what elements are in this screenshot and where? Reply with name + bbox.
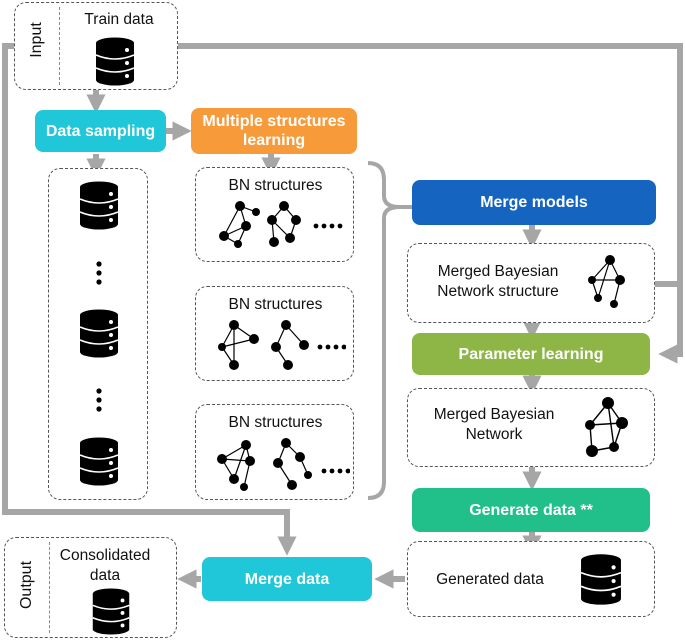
database-icon [92,588,130,635]
parameter-learning-step[interactable]: Parameter learning [412,333,650,375]
bn-graphs-icon [217,438,350,491]
bn-graphs-icon [219,201,343,248]
bn-structures-panel-1: BN structures [195,167,354,262]
bn-structures-label: BN structures [228,296,323,313]
data-sampling-step[interactable]: Data sampling [35,110,166,152]
merged-structure-label: Merged Bayesian Network structure [437,263,559,300]
merged-structure-panel: Merged Bayesian Network structure [407,243,655,323]
bn-structures-label: BN structures [228,177,323,194]
multiple-structures-learning-step[interactable]: Multiple structures learning [191,108,357,154]
generate-data-step[interactable]: Generate data ** [412,488,650,532]
consolidated-data-label: Consolidated data [59,547,151,584]
generated-data-label: Generated data [436,571,544,588]
database-icon [95,37,135,86]
bn-structures-panel-3: BN structures [195,404,354,500]
input-side-label: Input [28,22,45,58]
merge-data-step[interactable]: Merge data [202,557,372,601]
bn-graphs-icon [218,320,346,370]
input-divider [59,7,60,85]
merged-network-icon [585,397,628,457]
bn-structures-panel-2: BN structures [195,286,354,381]
bn-structures-label: BN structures [228,414,323,431]
sampled-data-panel [48,168,148,500]
input-panel: Input Train data [14,2,178,90]
generated-data-panel: Generated data [407,541,655,617]
merged-network-label: Merged Bayesian Network [433,406,555,443]
output-side-label: Output [18,560,35,610]
train-data-label: Train data [84,11,154,28]
output-panel: Output Consolidated data [4,537,177,638]
merged-network-panel: Merged Bayesian Network [407,388,655,467]
output-divider [49,542,50,633]
sample-database-icons [79,181,119,487]
merged-bn-icon [588,255,625,308]
merge-models-step[interactable]: Merge models [412,180,656,225]
database-icon [580,554,622,605]
